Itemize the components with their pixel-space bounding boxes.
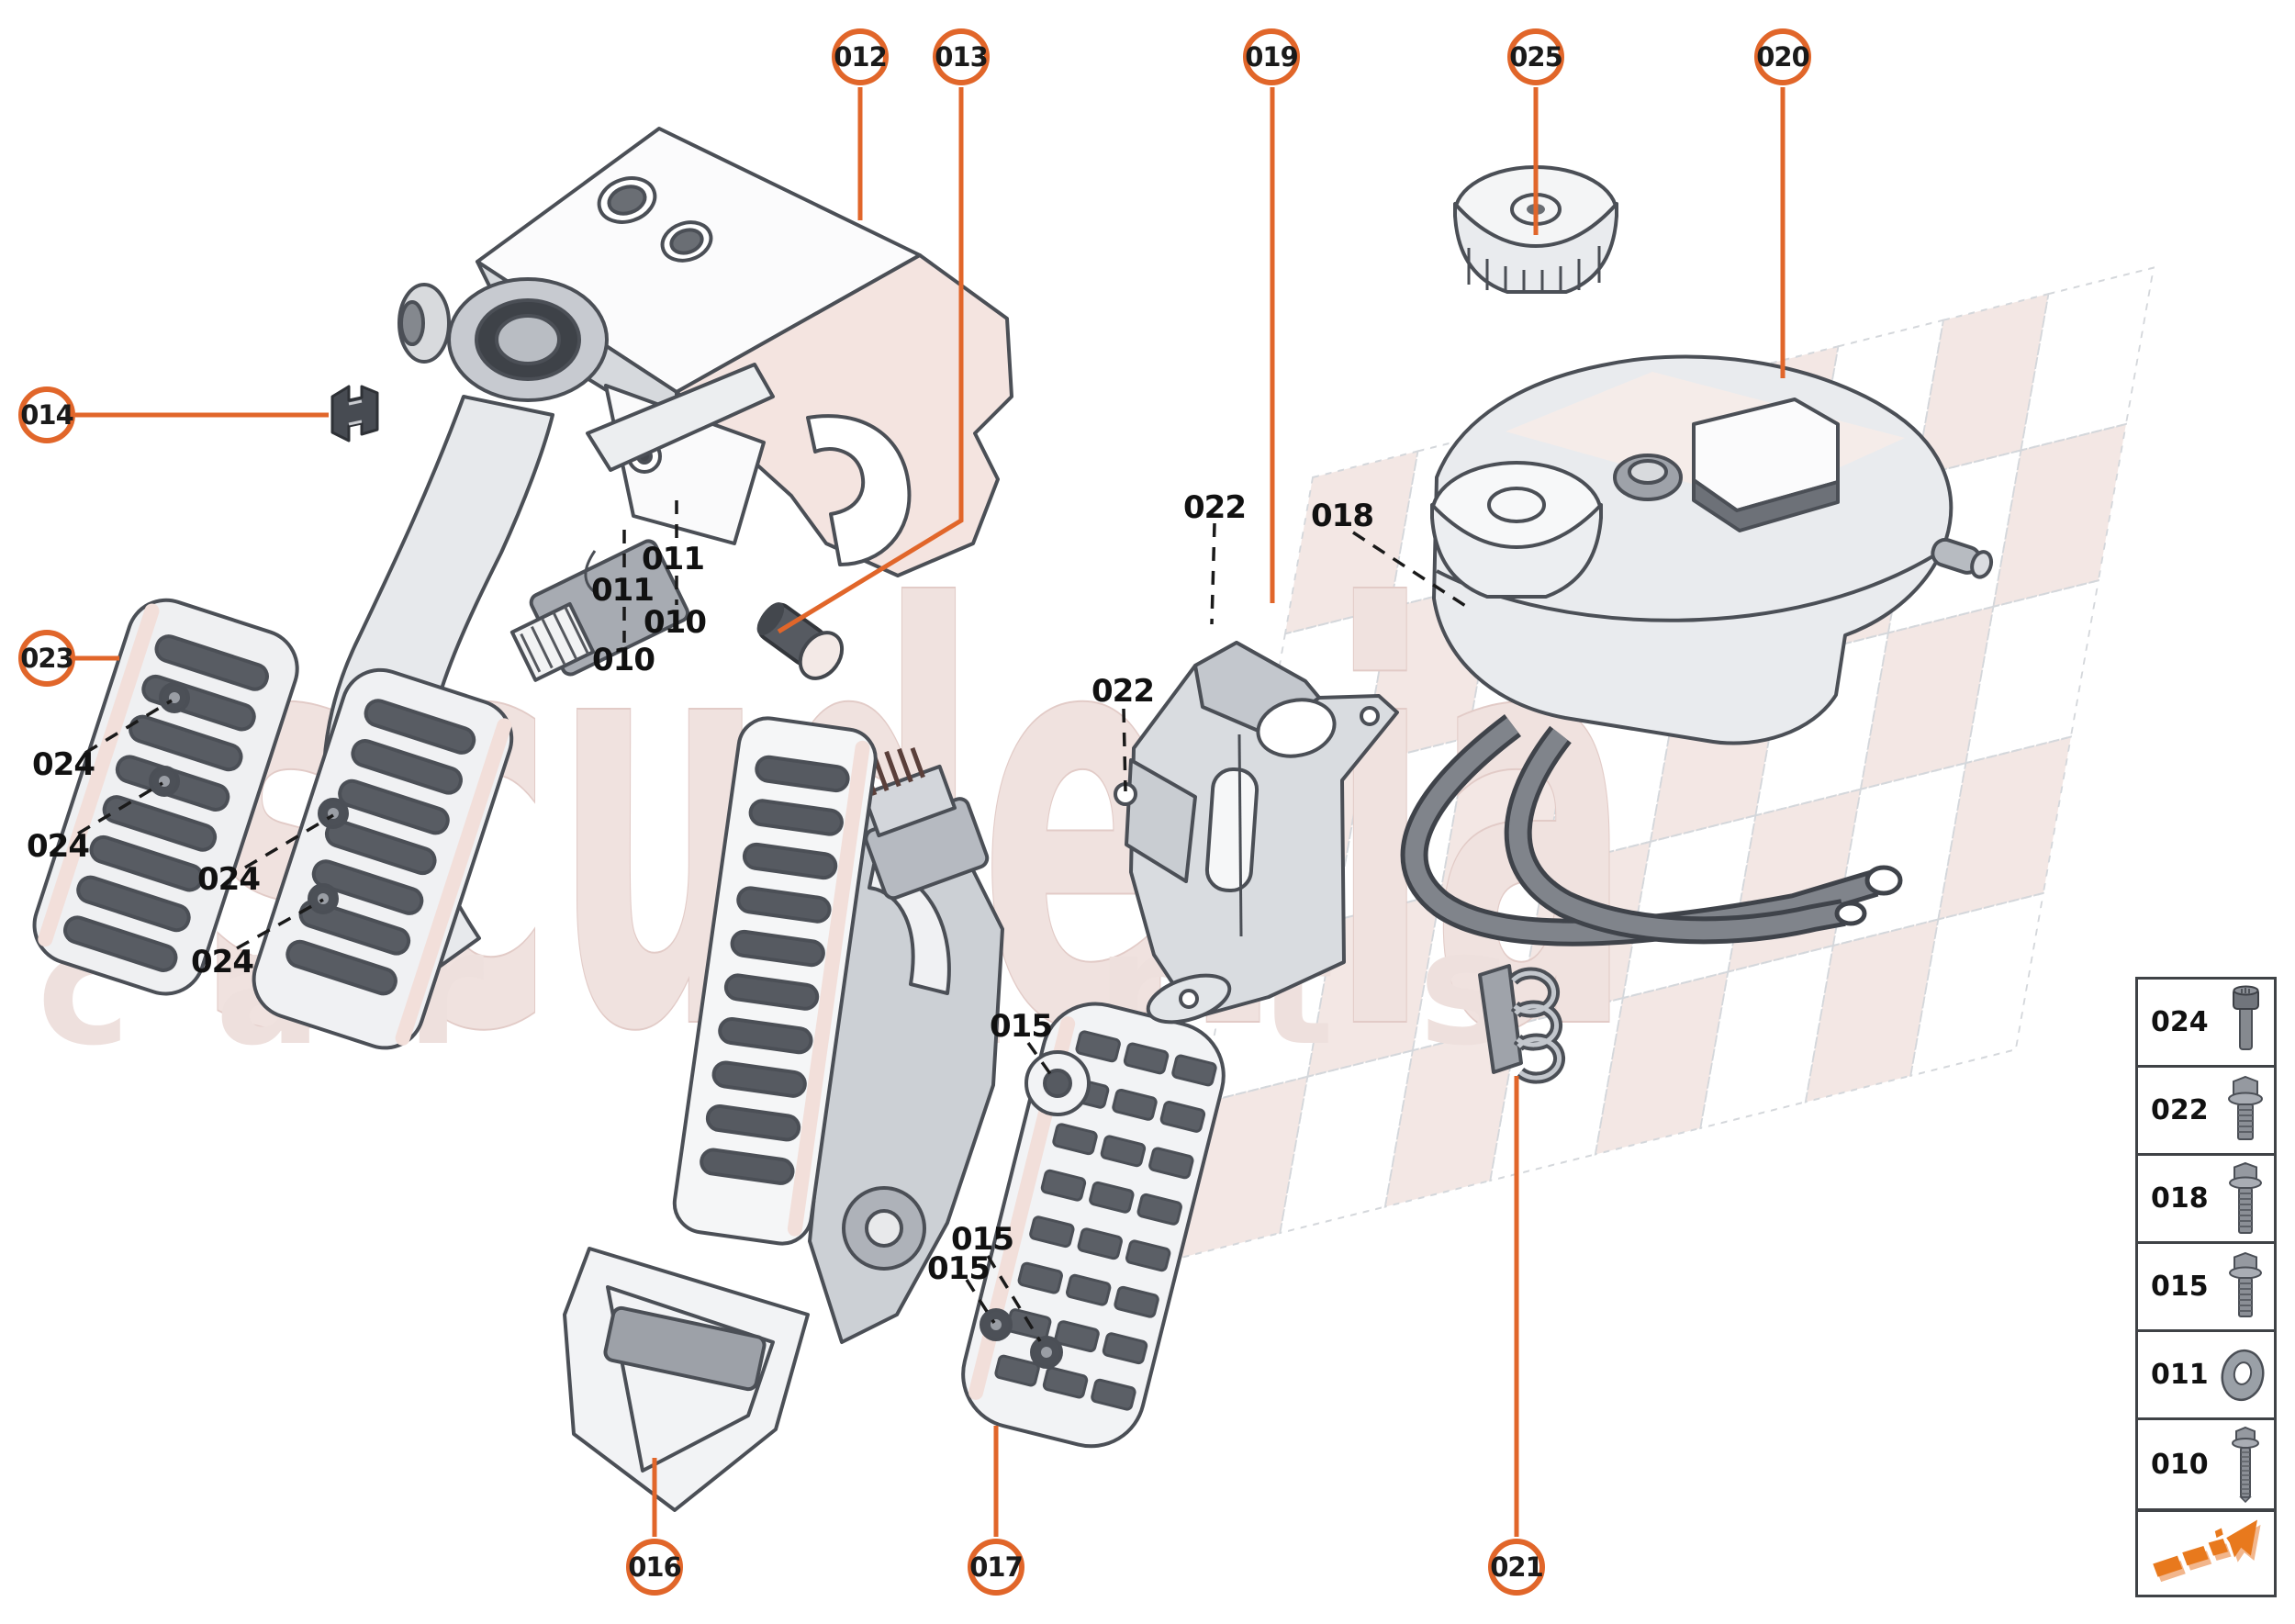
leader-lines-orange — [73, 87, 1786, 1537]
legend-row-018[interactable]: 018 — [2138, 1156, 2274, 1244]
part-label-011: 011 — [642, 541, 705, 577]
callout-021[interactable]: 021 — [1488, 1539, 1545, 1596]
flange-bolt-icon — [2229, 1251, 2262, 1317]
callout-025[interactable]: 025 — [1507, 28, 1564, 85]
flange-bolt-long-icon — [2229, 1161, 2262, 1234]
part-label-015: 015 — [990, 1008, 1053, 1045]
part-label-015: 015 — [927, 1250, 991, 1287]
legend-row-015[interactable]: 015 — [2138, 1244, 2274, 1332]
washer-icon — [2221, 1349, 2265, 1401]
part-label-010: 010 — [644, 604, 707, 641]
callout-023[interactable]: 023 — [18, 630, 75, 687]
part-label-018: 018 — [1311, 498, 1374, 534]
callout-020[interactable]: 020 — [1754, 28, 1811, 85]
part-label-011: 011 — [591, 572, 655, 609]
pedal-pad-floating — [32, 598, 299, 996]
brand-arrow-box — [2135, 1509, 2277, 1597]
callout-013[interactable]: 013 — [933, 28, 990, 85]
legend-row-024[interactable]: 024 — [2138, 980, 2274, 1068]
hose-clip — [1478, 964, 1566, 1084]
pedal-pad-mounted — [252, 667, 514, 1050]
callout-014[interactable]: 014 — [18, 386, 75, 443]
flange-bolt-icon — [2228, 1075, 2263, 1140]
part-label-015: 015 — [951, 1221, 1014, 1258]
mounting-bracket — [1114, 641, 1399, 1025]
pedal-side-cover — [961, 1002, 1226, 1449]
retaining-clip — [330, 385, 379, 442]
reservoir-hoses — [1400, 714, 1903, 946]
part-label-024: 024 — [191, 944, 254, 980]
legend-row-022[interactable]: 022 — [2138, 1068, 2274, 1156]
part-label-024: 024 — [27, 828, 90, 865]
fastener-legend: 024 022 018 015 — [2135, 977, 2277, 1511]
callout-019[interactable]: 019 — [1243, 28, 1300, 85]
callout-016[interactable]: 016 — [626, 1539, 683, 1596]
brake-fluid-reservoir — [1400, 165, 1994, 946]
socket-head-bolt-icon — [2233, 985, 2259, 1050]
legend-row-010[interactable]: 010 — [2138, 1420, 2274, 1508]
accelerator-pedal — [563, 716, 1004, 1512]
part-label-024: 024 — [197, 861, 261, 898]
brand-arrow-icon — [2153, 1519, 2261, 1583]
leader-lines-dashed — [77, 500, 1471, 1342]
part-label-010: 010 — [592, 642, 655, 678]
hex-bolt-long-icon — [2232, 1426, 2259, 1503]
legend-row-011[interactable]: 011 — [2138, 1332, 2274, 1420]
callout-012[interactable]: 012 — [832, 28, 889, 85]
part-label-022: 022 — [1183, 489, 1247, 526]
part-label-024: 024 — [32, 746, 95, 783]
callout-017[interactable]: 017 — [968, 1539, 1024, 1596]
part-label-022: 022 — [1092, 673, 1155, 710]
